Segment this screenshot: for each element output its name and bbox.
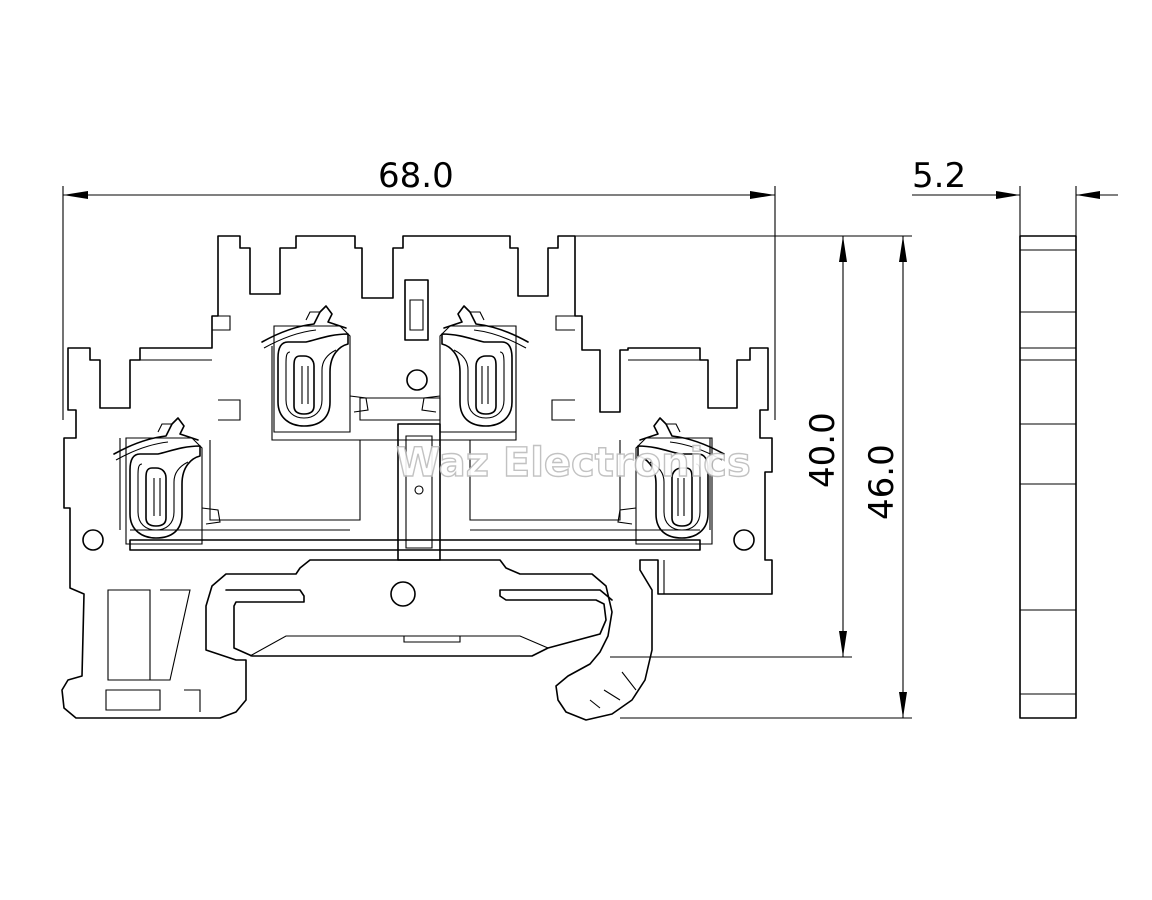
- dim-depth-52: 5.2: [912, 156, 1118, 238]
- spring-clamp-top-left: [261, 305, 369, 433]
- dim-height-total-label: 46.0: [862, 444, 902, 520]
- rail-channel: [225, 589, 613, 657]
- dim-depth-label: 5.2: [912, 156, 966, 196]
- center-hole-lower: [390, 581, 416, 607]
- mount-hole-right: [733, 529, 755, 551]
- spring-clamp-bottom-right: [617, 417, 725, 545]
- jumper-slot: [404, 279, 429, 341]
- bus-bar: [129, 539, 701, 551]
- watermark: Waz Electronics: [396, 440, 751, 486]
- terminal-block-front-view: [61, 235, 773, 721]
- dim-height-46: 46.0: [620, 235, 912, 719]
- spring-clamp-bottom-left: [113, 417, 221, 545]
- center-hole-upper: [406, 369, 428, 391]
- center-jumper: [397, 423, 441, 561]
- spring-clamps: [113, 305, 725, 545]
- terminal-block-side-view: [1019, 235, 1077, 719]
- mount-hole-left: [82, 529, 104, 551]
- body-outline: [61, 235, 773, 721]
- dim-width-label: 68.0: [378, 156, 454, 196]
- spring-clamp-top-right: [421, 305, 529, 433]
- dim-width-68: 68.0: [62, 156, 776, 420]
- dim-height-40: 40.0: [575, 235, 852, 658]
- dim-height-inner-label: 40.0: [803, 412, 843, 488]
